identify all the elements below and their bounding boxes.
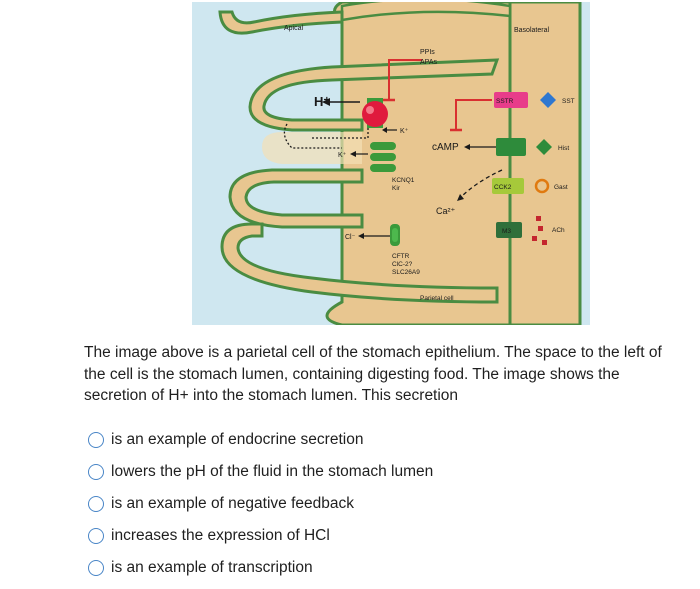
k-arrow-dotted: [312, 128, 369, 139]
parietal-cell-label: Parietal cell: [420, 295, 454, 302]
radio-button[interactable]: [88, 464, 104, 480]
radio-button[interactable]: [88, 432, 104, 448]
option-endocrine[interactable]: is an example of endocrine secretion: [88, 424, 648, 456]
calcium-arrowhead: [457, 194, 464, 201]
proton-pump-highlight: [366, 106, 374, 114]
option-label: increases the expression of HCl: [111, 527, 330, 544]
basolateral-membrane: [506, 2, 582, 325]
canaliculus-middle: [228, 168, 364, 229]
radio-button[interactable]: [88, 528, 104, 544]
m3-receptor: [496, 222, 522, 238]
h-plus-arrowhead: [322, 98, 330, 106]
cftr-label: CFTR: [392, 253, 410, 260]
canaliculus-upper: [248, 58, 500, 132]
cck2-receptor: [492, 178, 524, 194]
gast-ligand: [534, 178, 550, 194]
option-label: lowers the pH of the fluid in the stomac…: [111, 463, 434, 480]
ach-label: ACh: [552, 227, 565, 234]
option-transcription[interactable]: is an example of transcription: [88, 552, 648, 584]
ach-ligand-2: [538, 226, 543, 231]
ach-ligand-4: [542, 240, 547, 245]
canaliculus-top-left: [218, 10, 344, 35]
cl-minus-label: Cl⁻: [345, 234, 356, 241]
answer-options: is an example of endocrine secretion low…: [88, 424, 648, 584]
sstr-label: SSTR: [496, 98, 514, 105]
proton-pump: [362, 101, 388, 127]
camp-signal-line: [455, 99, 492, 130]
sst-ligand: [540, 92, 556, 108]
kcnq1-channel-3: [370, 164, 396, 172]
ach-ligand-1: [536, 216, 541, 221]
ppis-label: PPIs: [420, 49, 435, 56]
cck2-label: CCK2: [494, 184, 512, 191]
hist-receptor: [496, 138, 526, 156]
option-label: is an example of transcription: [111, 559, 313, 576]
k-plus-top-label: K⁺: [400, 128, 409, 135]
h-plus-label: H⁺: [314, 94, 330, 109]
parietal-cell-diagram: H⁺ PPIs APAs K⁺ K⁺ KCNQ1 Kir cAMP Ca²⁺ C…: [192, 2, 590, 325]
camp-arrowhead: [464, 144, 470, 150]
sstr-receptor: [494, 92, 528, 108]
k-left-arrowhead: [350, 151, 356, 157]
option-negative-feedback[interactable]: is an example of negative feedback: [88, 488, 648, 520]
k-top-arrowhead: [382, 127, 387, 133]
kir-label: Kir: [392, 185, 401, 192]
canaliculus-lumen: [262, 132, 362, 164]
option-label: is an example of endocrine secretion: [111, 431, 364, 448]
basolateral-label: Basolateral: [514, 27, 549, 34]
hist-ligand: [536, 139, 552, 155]
clc2-label: ClC-2?: [392, 261, 413, 268]
top-band: [340, 2, 512, 22]
ppi-inhibition-line: [388, 59, 422, 100]
kcnq1-channel-1: [370, 142, 396, 150]
cl-arrowhead: [358, 233, 364, 239]
ca2-label: Ca²⁺: [436, 206, 456, 216]
cl-channel-2: [392, 228, 398, 242]
apical-label: Apical: [284, 25, 304, 32]
radio-button[interactable]: [88, 496, 104, 512]
canaliculus-lower: [220, 222, 499, 304]
kcnq1-label: KCNQ1: [392, 177, 415, 184]
cell-body: [325, 2, 512, 325]
ach-ligand-3: [532, 236, 537, 241]
radio-button[interactable]: [88, 560, 104, 576]
hist-label: Hist: [558, 145, 569, 152]
camp-label: cAMP: [432, 142, 459, 153]
apas-label: APAs: [420, 59, 437, 66]
option-label: is an example of negative feedback: [111, 495, 354, 512]
option-hcl-expression[interactable]: increases the expression of HCl: [88, 520, 648, 552]
question-text: The image above is a parietal cell of th…: [84, 344, 662, 404]
k-plus-left-label: K⁺: [338, 152, 347, 159]
kcnq1-channel-2: [370, 153, 396, 161]
slc26a9-label: SLC26A9: [392, 269, 420, 276]
sst-label: SST: [562, 98, 575, 105]
option-lowers-ph[interactable]: lowers the pH of the fluid in the stomac…: [88, 456, 648, 488]
gast-label: Gast: [554, 184, 568, 191]
m3-label: M3: [502, 228, 511, 235]
